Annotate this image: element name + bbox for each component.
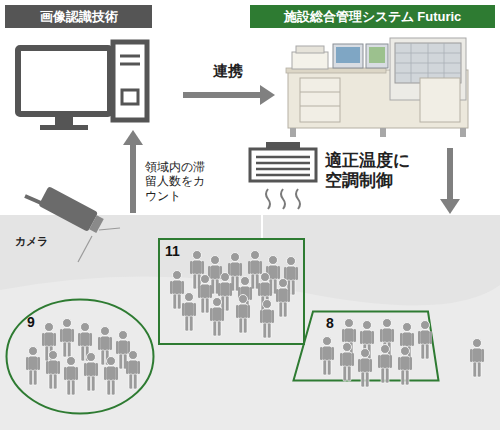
person <box>284 257 298 296</box>
person <box>208 256 222 295</box>
person <box>380 319 394 358</box>
tab-heading: 施設総合管理システム Futuric <box>250 5 495 28</box>
computer-node: 画像認識技術 <box>5 5 183 130</box>
person <box>236 295 250 334</box>
person <box>342 319 356 358</box>
control-desk <box>286 38 468 137</box>
edge-label: 領域内の滞留人数をカウント <box>145 160 209 203</box>
person <box>248 251 262 290</box>
person <box>84 353 98 392</box>
people-group <box>26 251 484 396</box>
person <box>266 256 280 295</box>
person <box>398 347 412 386</box>
edge-label: 連携 <box>200 62 255 80</box>
person <box>104 357 118 396</box>
person <box>400 323 414 362</box>
control-note: 適正温度に空調制御 <box>325 151 417 192</box>
person <box>190 251 204 290</box>
person <box>126 351 140 390</box>
person <box>260 300 274 339</box>
person <box>60 319 74 358</box>
person <box>46 351 60 390</box>
person <box>470 339 484 378</box>
zone-shape <box>294 312 439 381</box>
person <box>198 275 212 314</box>
person <box>64 357 78 396</box>
person <box>340 343 354 382</box>
zone-outline <box>292 310 440 382</box>
person <box>228 253 242 292</box>
callout-number: 11 <box>165 243 189 260</box>
zone-rect: 11 <box>158 238 305 345</box>
air-line <box>261 214 263 238</box>
arrow-head <box>260 85 275 105</box>
floor-shade <box>0 276 500 430</box>
floor <box>0 215 500 430</box>
connector-line <box>183 92 262 98</box>
system-node: 施設総合管理システム Futuric <box>275 5 495 145</box>
control-arrow <box>440 148 460 214</box>
person <box>238 277 252 316</box>
person <box>320 337 334 376</box>
person <box>26 347 40 386</box>
person <box>276 279 290 318</box>
person <box>98 327 112 366</box>
connector-arrow <box>123 130 143 213</box>
computer-icon <box>18 42 147 130</box>
person <box>218 273 232 312</box>
person <box>42 323 56 362</box>
connector-line <box>130 143 136 213</box>
camera-label: カメラ <box>15 235 75 248</box>
person <box>360 321 374 360</box>
person <box>210 298 224 337</box>
person <box>182 293 196 332</box>
zone-ellipse: 9 <box>5 298 155 415</box>
camera-node: カメラ <box>10 213 140 250</box>
callout-number: 9 <box>27 314 47 331</box>
camera-icon <box>25 186 120 262</box>
arrow-head <box>123 130 143 145</box>
person <box>78 323 92 362</box>
tab-heading: 画像認識技術 <box>5 5 152 28</box>
connector-arrow <box>183 85 275 105</box>
person <box>378 345 392 384</box>
zone-shape <box>7 300 154 414</box>
person <box>116 331 130 370</box>
person <box>258 273 272 312</box>
zone-trapezoid: 8 <box>292 310 440 382</box>
air-conditioner <box>250 142 316 209</box>
callout-number: 8 <box>326 315 346 332</box>
person <box>170 271 184 310</box>
